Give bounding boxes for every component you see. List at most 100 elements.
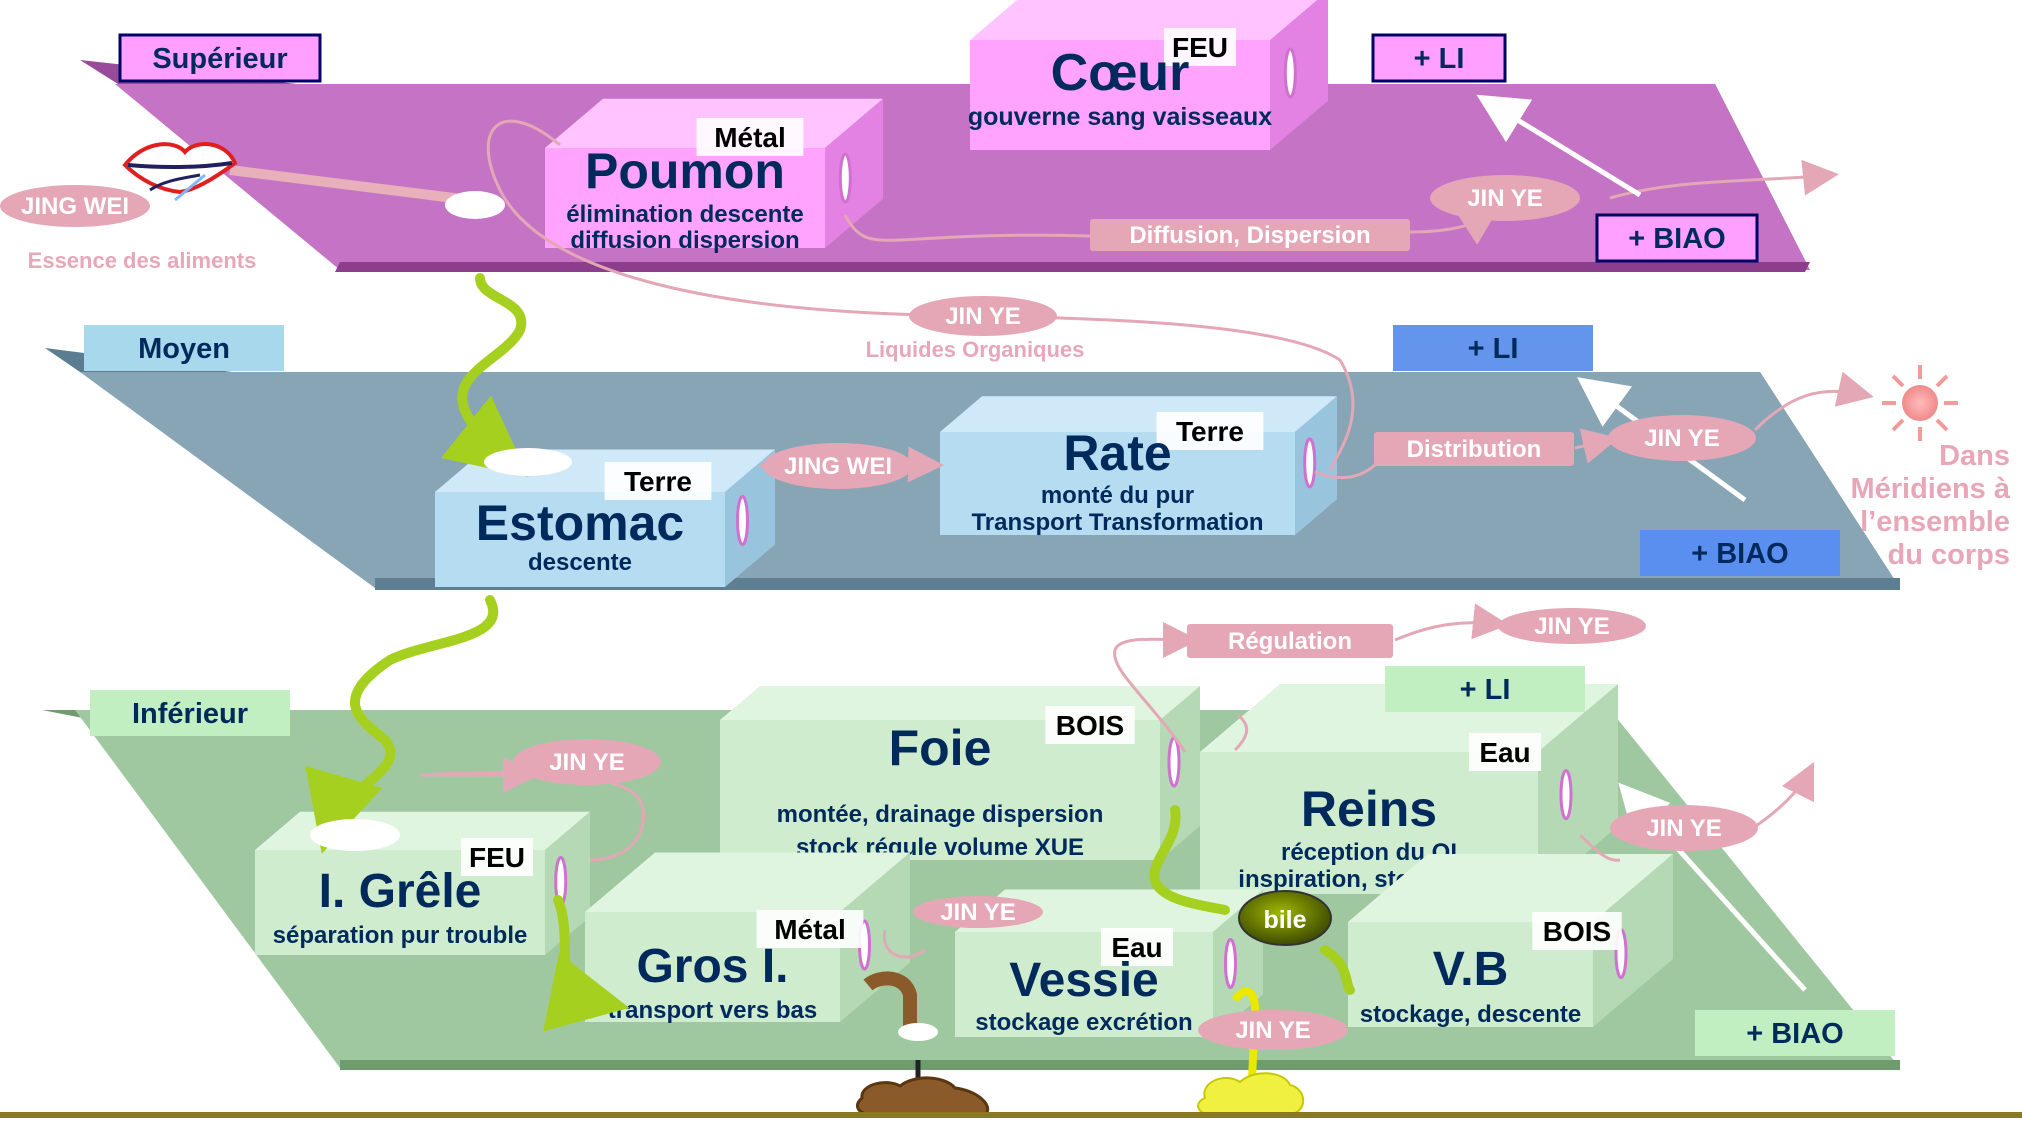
estomac-name: Estomac (476, 495, 684, 551)
sun-icon (1882, 365, 1958, 441)
jin-ye-sup-text: JIN YE (1467, 185, 1543, 212)
reins-side-port (1561, 771, 1571, 819)
flow-pill-jin-ye-grele: JIN YE (513, 739, 661, 785)
level-inferieur-biao: + BIAO (1695, 1010, 1895, 1056)
bottom-bar (0, 1112, 2022, 1118)
coeur-name: Cœur (1051, 44, 1190, 102)
flow-pill-jin-ye-gros: JIN YE (913, 896, 1043, 928)
grele-name: I. Grêle (319, 865, 482, 918)
poumon-function-2: diffusion dispersion (570, 227, 799, 254)
level-superieur-label: Supérieur (120, 35, 320, 81)
flow-pill-jing-wei-mid: JING WEI (763, 443, 913, 489)
grele-function-1: séparation pur trouble (273, 922, 528, 949)
distribution-text: Distribution (1407, 436, 1542, 463)
level-superieur-li: + LI (1373, 35, 1505, 81)
jin-ye-gros-text: JIN YE (940, 899, 1016, 926)
superieur-biao-text: + BIAO (1628, 223, 1726, 255)
flow-pill-jin-ye-sup: JIN YE (1430, 175, 1580, 221)
flow-pill-diffusion: Diffusion, Dispersion (1090, 219, 1410, 251)
rate-side-port (1305, 439, 1315, 487)
bile-badge: bile (1239, 891, 1331, 945)
diffusion-text: Diffusion, Dispersion (1129, 222, 1370, 249)
coeur-box-top (970, 0, 1328, 40)
grele-box-top (255, 812, 590, 850)
organ-box-poumon: MétalPoumonélimination descentediffusion… (545, 99, 883, 254)
moyen-biao-text: + BIAO (1691, 538, 1789, 570)
vb-name: V.B (1433, 943, 1509, 996)
superieur-li-text: + LI (1414, 43, 1465, 75)
inferieur-li-text: + LI (1460, 674, 1511, 706)
vb-element-tag: BOIS (1543, 916, 1611, 947)
flow-pill-jin-ye-mid-top: JIN YE (909, 296, 1057, 336)
foie-side-port (1169, 738, 1179, 786)
inferieur-biao-text: + BIAO (1746, 1018, 1844, 1050)
superieur-plate (80, 60, 1810, 272)
inf-out-arrow (1750, 770, 1810, 830)
regulation-jinye-arrow (1395, 623, 1500, 640)
vessie-name: Vessie (1009, 954, 1158, 1007)
superieur-label-text: Supérieur (152, 43, 287, 75)
level-moyen-li: + LI (1393, 325, 1593, 371)
feces-pile (857, 1078, 987, 1115)
essence-label: Essence des aliments (28, 248, 257, 273)
inferieur-label-text: Inférieur (132, 698, 248, 730)
rate-function-1: monté du pur (1041, 482, 1194, 509)
jin-ye-mid-top-text: JIN YE (945, 303, 1021, 330)
gros-name: Gros I. (636, 940, 788, 993)
flow-pill-jin-ye-vessie: JIN YE (1198, 1010, 1348, 1050)
jin-ye-grele-text: JIN YE (549, 749, 625, 776)
rate-name: Rate (1063, 425, 1171, 481)
flow-pill-jin-ye-mid: JIN YE (1608, 415, 1756, 461)
lips-icon (125, 144, 235, 200)
level-moyen-biao: + BIAO (1640, 530, 1840, 576)
jin-ye-vessie-text: JIN YE (1235, 1017, 1311, 1044)
rate-function-2: Transport Transformation (971, 509, 1263, 536)
grele-opening (310, 819, 400, 851)
estomac-function-1: descente (528, 549, 632, 576)
estomac-side-port (738, 497, 748, 545)
poumon-function-1: élimination descente (566, 201, 803, 228)
jin-ye-mid-text: JIN YE (1644, 425, 1720, 452)
coeur-side-port (1285, 49, 1295, 97)
flow-pill-jin-ye-reg: JIN YE (1498, 608, 1646, 644)
poumon-side-port (840, 154, 850, 202)
vb-function-1: stockage, descente (1360, 1001, 1581, 1028)
flow-pill-jing-wei-mouth: JING WEI (0, 185, 150, 227)
level-moyen-label: Moyen (84, 325, 284, 371)
estomac-element-tag: Terre (624, 466, 692, 497)
dans-line-2: Méridiens à (1850, 473, 2010, 505)
vessie-side-port (1226, 940, 1236, 988)
jin-ye-reg-text: JIN YE (1534, 613, 1610, 640)
level-inferieur-label: Inférieur (90, 690, 290, 736)
jing-wei-mid-text: JING WEI (784, 453, 892, 480)
mouth-opening (445, 191, 505, 219)
moyen-li-text: + LI (1468, 333, 1519, 365)
bile-label: bile (1263, 906, 1306, 934)
urine-puddle (1198, 1073, 1303, 1115)
flow-pill-distribution: Distribution (1374, 432, 1574, 466)
flow-pill-jin-ye-reins: JIN YE (1610, 805, 1758, 851)
regulation-text: Régulation (1228, 628, 1352, 655)
foie-function-1: montée, drainage dispersion (777, 801, 1104, 828)
estomac-opening (484, 448, 572, 476)
level-inferieur-li: + LI (1385, 666, 1585, 712)
reins-element-tag: Eau (1479, 737, 1530, 768)
jin-ye-reins-text: JIN YE (1646, 815, 1722, 842)
foie-element-tag: BOIS (1056, 710, 1124, 741)
poumon-name: Poumon (585, 143, 785, 199)
jing-wei-mouth-text: JING WEI (21, 193, 129, 220)
liquides-label: Liquides Organiques (866, 337, 1085, 362)
dans-line-3: l’ensemble (1860, 506, 2010, 538)
coeur-function-1: gouverne sang vaisseaux (968, 103, 1272, 131)
level-superieur-biao: + BIAO (1597, 215, 1757, 261)
dans-line-4: du corps (1888, 539, 2010, 571)
reins-name: Reins (1301, 781, 1437, 837)
rate-element-tag: Terre (1176, 416, 1244, 447)
